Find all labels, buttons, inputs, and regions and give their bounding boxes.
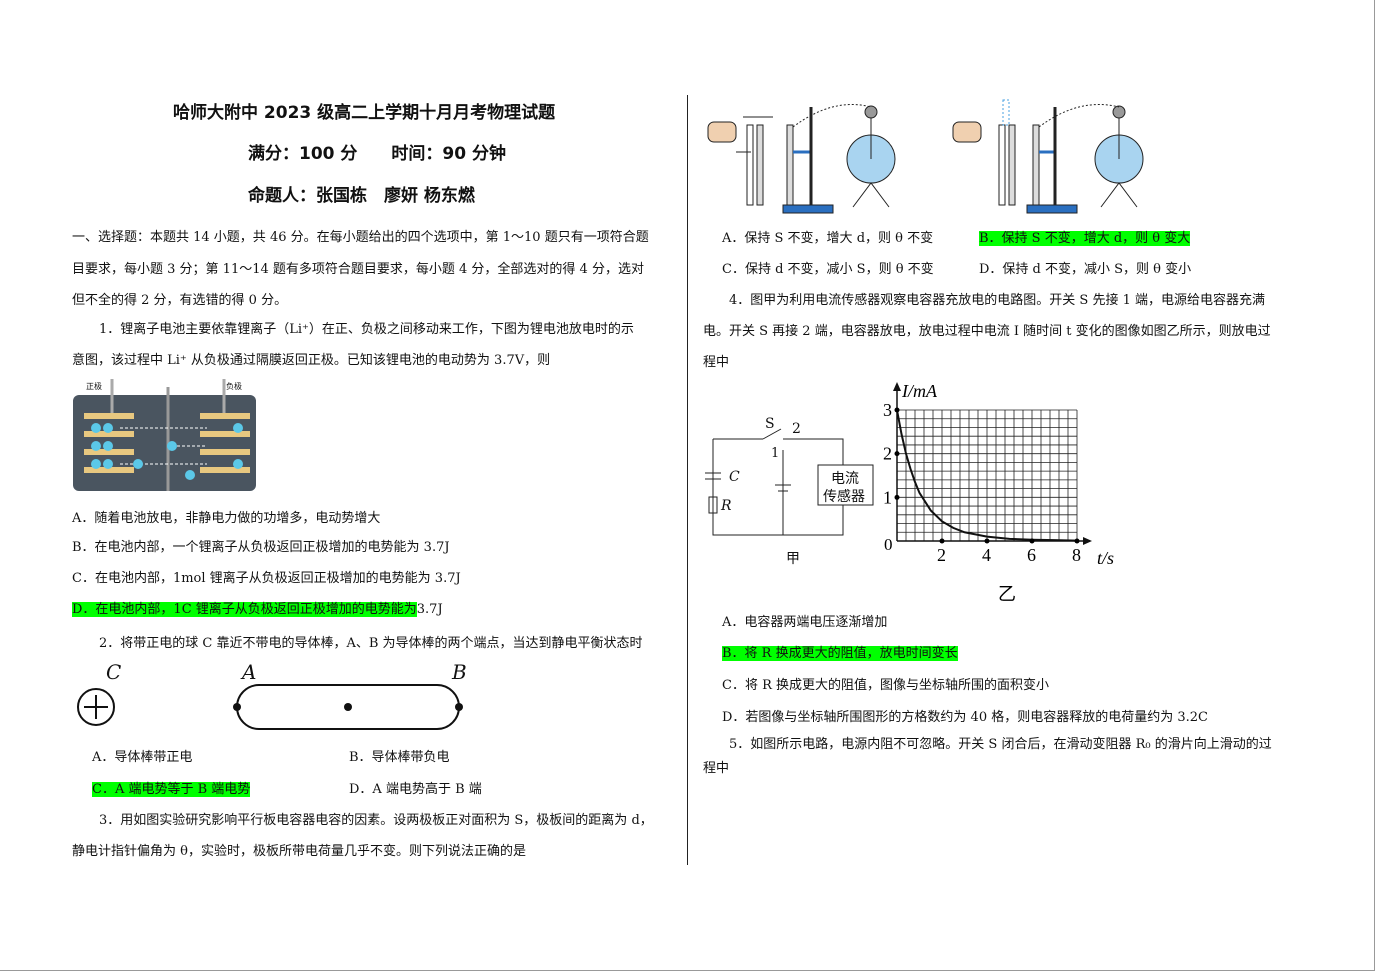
terminal-2-label: 2 xyxy=(792,421,801,437)
battery-figure: 正极 负极 xyxy=(72,377,258,493)
x-tick-label: 4 xyxy=(982,545,991,565)
terminal-1-label: 1 xyxy=(771,446,780,461)
q2-option-d: D．A 端电势高于 B 端 xyxy=(349,782,482,797)
x-tick-dot xyxy=(939,538,945,544)
q4-option-b: B．将 R 换成更大的阻值，放电时间变长 xyxy=(722,646,958,661)
q3-stem: 3．用如图实验研究影响平行板电容器电容的因素。设两极板正对面积为 S，极板间的距… xyxy=(99,813,653,828)
q1-option-a: A．随着电池放电，非静电力做的功增多，电动势增大 xyxy=(72,511,381,526)
q4-stem: 电。开关 S 再接 2 端，电容器放电，放电过程中电流 I 随时间 t 变化的图… xyxy=(703,324,1271,339)
column-divider xyxy=(687,95,688,865)
battery-diagram xyxy=(73,379,256,491)
q3-stem: 静电计指针偏角为 θ，实验时，极板所带电荷量几乎不变。则下列说法正确的是 xyxy=(72,844,526,859)
x-tick-dot xyxy=(1074,538,1080,544)
q2-stem: 2．将带正电的球 C 靠近不带电的导体棒，A、B 为导体棒的两个端点，当达到静电… xyxy=(99,636,643,651)
q4-option-d: D．若图像与坐标轴所围图形的方格数约为 40 格，则电容器释放的电荷量约为 3.… xyxy=(722,710,1208,725)
q2-option-b: B．导体棒带负电 xyxy=(349,750,450,765)
x-axis-arrow xyxy=(1083,537,1092,545)
chart-grid xyxy=(896,409,1078,542)
positive-label: 正极 xyxy=(86,382,102,391)
sensor-label: 传感器 xyxy=(823,489,865,505)
sensor-label: 电流 xyxy=(831,471,859,487)
q3-option-b: B．保持 S 不变，增大 d，则 θ 变大 xyxy=(979,231,1191,246)
section-line: 一、选择题：本题共 14 小题，共 46 分。在每小题给出的四个选项中，第 1～… xyxy=(72,230,649,245)
q5-stem: 5．如图所示电路，电源内阻不可忽略。开关 S 闭合后，在滑动变阻器 R₀ 的滑片… xyxy=(729,737,1272,752)
q4-stem: 4．图甲为利用电流传感器观察电容器充放电的电路图。开关 S 先接 1 端，电源给… xyxy=(729,293,1265,308)
y-axis-label: I/mA xyxy=(901,381,938,401)
section-line: 目要求，每小题 3 分；第 11～14 题有多项符合题目要求，每小题 4 分，全… xyxy=(72,262,644,277)
switch-s-label: S xyxy=(765,416,775,432)
origin-label: 0 xyxy=(884,535,893,554)
x-tick-label: 6 xyxy=(1027,545,1036,565)
q2-option-a: A．导体棒带正电 xyxy=(92,750,193,765)
end-a-label: A xyxy=(242,660,257,684)
q3-option-c: C．保持 d 不变，减小 S，则 θ 不变 xyxy=(722,262,934,277)
capacitor-apparatus-figure xyxy=(707,99,1144,214)
y-tick-dot xyxy=(894,494,900,500)
end-b-label: B xyxy=(452,660,467,684)
x-tick-dot xyxy=(984,538,990,544)
q1-stem: 意图，该过程中 Li⁺ 从负极通过隔膜返回正极。已知该锂电池的电动势为 3.7V… xyxy=(72,353,551,368)
score-time: 满分：100 分 时间：90 分钟 xyxy=(248,144,506,164)
q4-option-c: C．将 R 换成更大的阻值，图像与坐标轴所围的面积变小 xyxy=(722,678,1049,693)
q4-option-a: A．电容器两端电压逐渐增加 xyxy=(722,615,888,630)
x-axis-label: t/s xyxy=(1097,548,1114,568)
chart-caption: 乙 xyxy=(998,584,1016,604)
y-tick-label: 3 xyxy=(883,400,892,420)
q1-stem: 1．锂离子电池主要依靠锂离子（Li⁺）在正、负极之间移动来工作，下图为锂电池放电… xyxy=(99,322,634,337)
q1-option-d-value: 3.7J xyxy=(416,602,443,617)
y-tick-dot xyxy=(894,451,900,457)
conductor-diagram xyxy=(77,684,463,730)
q1-option-b: B．在电池内部，一个锂离子从负极返回正极增加的电势能为 3.7J xyxy=(72,540,450,555)
ball-c-label: C xyxy=(106,660,122,684)
circuit-diagram xyxy=(705,428,874,536)
exam-title: 哈师大附中 2023 级高二上学期十月月考物理试题 xyxy=(173,103,556,123)
authors: 命题人：张国栋 廖妍 杨东燃 xyxy=(248,186,475,206)
q3-option-d: D．保持 d 不变，减小 S，则 θ 变小 xyxy=(979,262,1192,277)
q5-stem: 程中 xyxy=(703,761,730,776)
q2-option-c: C．A 端电势等于 B 端电势 xyxy=(92,782,251,797)
circuit-figure: S 2 1 C R 电流 传感器 甲 xyxy=(703,415,883,570)
resistor-label: R xyxy=(721,498,732,514)
negative-label: 负极 xyxy=(226,382,242,391)
y-tick-label: 2 xyxy=(883,444,892,464)
x-tick-label: 2 xyxy=(937,545,946,565)
y-tick-dot xyxy=(894,407,900,413)
y-tick-label: 1 xyxy=(883,487,892,507)
x-tick-label: 8 xyxy=(1072,545,1081,565)
current-time-chart: 2 4 6 8 1 2 3 0 I/mA t/s 乙 xyxy=(883,381,1114,604)
conductor-figure: C A B xyxy=(72,658,472,738)
q1-option-c: C．在电池内部，1mol 锂离子从负极返回正极增加的电势能为 3.7J xyxy=(72,571,461,586)
section-line: 但不全的得 2 分，有选错的得 0 分。 xyxy=(72,293,288,308)
x-tick-dot xyxy=(1029,538,1035,544)
circuit-caption: 甲 xyxy=(786,551,800,567)
capacitor-label: C xyxy=(729,469,740,485)
y-axis-arrow xyxy=(893,382,901,391)
discharge-curve xyxy=(896,409,1078,542)
q4-stem: 程中 xyxy=(703,355,730,370)
q3-option-a: A．保持 S 不变，增大 d，则 θ 不变 xyxy=(722,231,934,246)
q1-option-d: D．在电池内部，1C 锂离子从负极返回正极增加的电势能为 xyxy=(72,602,417,617)
